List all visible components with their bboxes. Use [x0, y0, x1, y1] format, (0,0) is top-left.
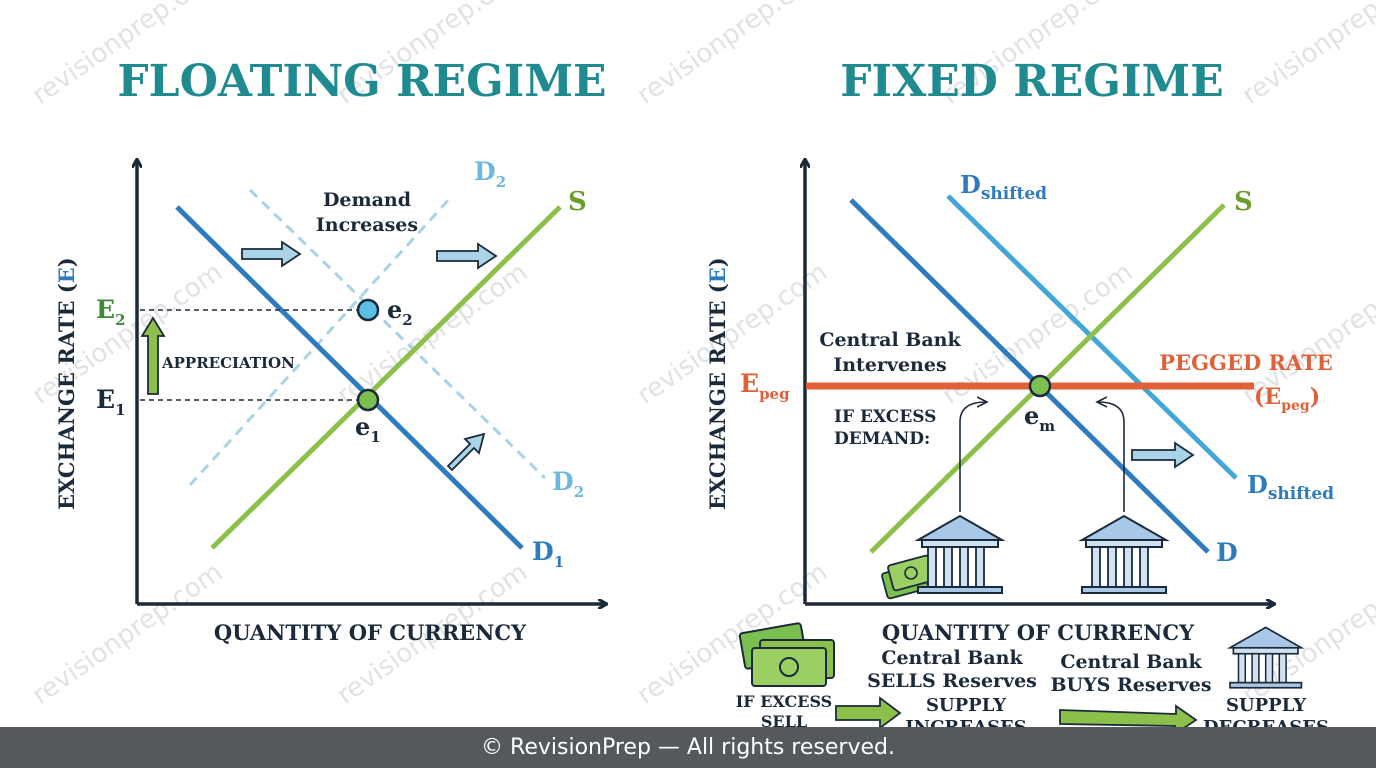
watermark: revisionprep.com: [27, 557, 228, 711]
if-excess-sell-line1: IF EXCESS: [736, 692, 832, 711]
buy-intervention-arrow: [1098, 402, 1125, 512]
d-shifted-bottom-label: Dshifted: [1247, 470, 1334, 504]
if-excess-demand-line1: IF EXCESS: [834, 407, 936, 427]
central-bank-line2: Intervenes: [833, 354, 946, 376]
appreciation-arrow: [140, 316, 166, 395]
d-shifted-top-label: Dshifted: [960, 170, 1047, 204]
x-axis-label: QUANTITY OF CURRENCY: [882, 620, 1195, 645]
fixed-regime-panel: FIXED REGIME EXCHANGE RATE (E) QUANTITY …: [705, 56, 1334, 645]
shift-right-arrow: [436, 242, 498, 270]
shift-right-arrow: [1131, 441, 1195, 469]
d2-demand-line: [248, 188, 547, 480]
d2-bottom-label: D2: [552, 467, 584, 501]
d1-demand-line: [175, 205, 524, 550]
sell-intervention-arrow: [959, 402, 986, 512]
central-bank-line1: Central Bank: [819, 329, 961, 351]
pegged-rate-symbol: (Epeg): [1254, 384, 1320, 414]
sells-reserves-line2: SELLS Reserves: [867, 670, 1037, 692]
shift-right-arrow: [241, 240, 302, 268]
d-label: D: [1216, 538, 1238, 567]
point-e1: [356, 388, 380, 412]
supply-decreases-line1: SUPPLY: [1226, 695, 1307, 716]
demand-increases-line1: Demand: [323, 189, 411, 211]
supply-line: [210, 205, 562, 550]
watermark: revisionprep.com: [632, 257, 833, 411]
point-em-label: em: [1024, 401, 1055, 435]
pegged-rate-label: PEGGED RATE: [1159, 350, 1332, 375]
watermark: revisionprep.com: [1237, 0, 1376, 111]
buys-reserves-line2: BUYS Reserves: [1050, 674, 1211, 696]
epeg-label: Epeg: [740, 369, 790, 403]
central-bank-icon: [1226, 626, 1305, 689]
shift-up-arrow: [446, 432, 486, 472]
buys-reserves-line1: Central Bank: [1060, 651, 1202, 673]
watermark: revisionprep.com: [632, 0, 833, 111]
floating-regime-panel: FLOATING REGIME EXCHANGE RATE (E) QUANTI…: [54, 56, 607, 645]
demand-increases-line2: Increases: [316, 214, 418, 236]
appreciation-label: APPRECIATION: [161, 354, 295, 372]
central-bank-icon: [914, 514, 1006, 594]
point-e2-label: e2: [387, 295, 413, 329]
supply-increase-arrow: [835, 696, 902, 730]
s-label: S: [568, 187, 587, 217]
fixed-title: FIXED REGIME: [840, 56, 1223, 107]
floating-title: FLOATING REGIME: [117, 56, 606, 107]
point-e1-label: e1: [355, 412, 381, 446]
d2-dashed-line: [188, 194, 454, 487]
point-e2: [356, 298, 380, 322]
central-bank-icon: [1078, 514, 1170, 594]
d2-top-label: D2: [474, 157, 506, 191]
sells-reserves-line1: Central Bank: [881, 647, 1023, 669]
y-axis-label: EXCHANGE RATE (E): [705, 257, 730, 510]
demand-line: [849, 198, 1210, 554]
if-excess-demand-line2: DEMAND:: [834, 429, 930, 449]
e2-label: E2: [96, 295, 126, 329]
d1-label: D1: [532, 537, 564, 571]
money-bills-icon: [738, 622, 835, 687]
x-axis-label: QUANTITY OF CURRENCY: [214, 620, 527, 645]
supply-increases-line1: SUPPLY: [926, 695, 1007, 716]
money-stack-icon: [881, 554, 935, 600]
copyright-footer: © RevisionPrep — All rights reserved.: [0, 727, 1376, 768]
e1-label: E1: [96, 385, 126, 419]
point-em: [1028, 374, 1052, 398]
y-axis-label: EXCHANGE RATE (E): [54, 257, 79, 510]
s-label: S: [1234, 187, 1253, 217]
if-excess-sell-line2: SELL: [761, 712, 807, 731]
